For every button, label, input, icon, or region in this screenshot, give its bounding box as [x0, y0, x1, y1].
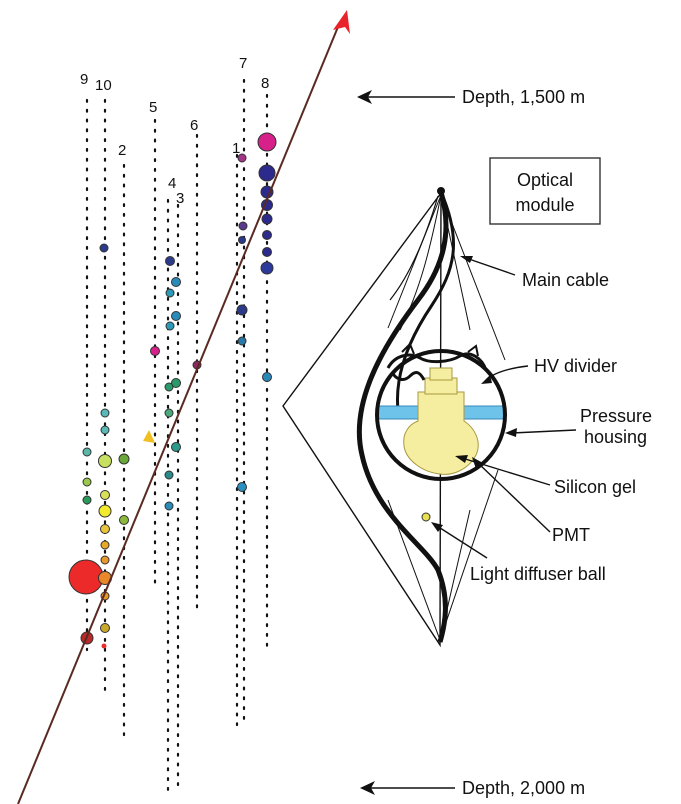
hit-module: [171, 378, 181, 388]
hit-module: [101, 643, 107, 649]
pmt-label: PMT: [552, 525, 590, 545]
depth-top-label: Depth, 1,500 m: [462, 87, 585, 107]
depth-bottom-marker: Depth, 2,000 m: [360, 778, 585, 798]
string-label-2: 2: [118, 142, 126, 159]
string-label-10: 10: [95, 77, 112, 94]
hv-divider-wiring: [386, 352, 488, 381]
label-pmt: PMT: [472, 457, 590, 545]
pressure-housing-label-line2: housing: [584, 427, 647, 447]
hit-module: [150, 346, 160, 356]
label-light-diffuser-ball: Light diffuser ball: [431, 522, 606, 584]
hit-module: [171, 442, 181, 452]
light-diffuser-label: Light diffuser ball: [470, 564, 606, 584]
label-main-cable: Main cable: [460, 256, 609, 290]
depth-bottom-label: Depth, 2,000 m: [462, 778, 585, 798]
hit-module: [82, 495, 92, 505]
hit-module: [261, 213, 273, 225]
hit-module: [257, 132, 277, 152]
hit-module: [98, 504, 112, 518]
hit-module: [100, 408, 110, 418]
module-title-line1: Optical: [517, 170, 573, 190]
hit-module: [258, 164, 276, 182]
hit-module: [100, 524, 110, 534]
hit-module: [164, 382, 174, 392]
detector-strings: [85, 78, 269, 792]
optical-module-illustration: [282, 187, 507, 648]
hit-module: [98, 454, 112, 468]
hit-module: [99, 243, 109, 253]
string-label-8: 8: [261, 75, 269, 92]
hit-module: [165, 321, 175, 331]
string-label-5: 5: [149, 99, 157, 116]
pmt-silicon-gel: [403, 391, 479, 475]
hit-module: [100, 425, 110, 435]
label-pressure-housing: Pressure housing: [505, 406, 652, 447]
string-label-1: 1: [232, 140, 240, 157]
string-label-9: 9: [80, 71, 88, 88]
hit-module: [164, 408, 174, 418]
string-label-6: 6: [190, 117, 198, 134]
hit-module: [171, 277, 181, 287]
main-cable-line: [356, 191, 449, 643]
hit-marker-triangle: [143, 430, 155, 443]
hit-module: [237, 482, 247, 492]
hit-module: [100, 623, 110, 633]
hit-module: [238, 221, 248, 231]
hit-module: [171, 311, 181, 321]
hit-module: [68, 559, 104, 595]
string-label-4: 4: [168, 175, 176, 192]
hit-module: [100, 490, 110, 500]
hit-module: [164, 470, 174, 480]
hit-module: [236, 304, 248, 316]
hit-module: [262, 230, 272, 240]
string-label-7: 7: [239, 55, 247, 72]
pressure-housing-label-line1: Pressure: [580, 406, 652, 426]
hit-module: [262, 247, 272, 257]
track-arrowhead: [333, 10, 350, 34]
hit-module: [118, 453, 130, 465]
string-label-3: 3: [176, 190, 184, 207]
light-diffuser-ball: [421, 512, 431, 522]
hit-module: [100, 540, 110, 550]
main-cable-label: Main cable: [522, 270, 609, 290]
hit-module: [119, 515, 129, 525]
silicon-gel-label: Silicon gel: [554, 477, 636, 497]
hit-module: [164, 501, 174, 511]
depth-top-marker: Depth, 1,500 m: [357, 87, 585, 107]
hit-module: [237, 153, 247, 163]
hit-module: [82, 477, 92, 487]
hit-module: [238, 236, 246, 244]
label-hv-divider: HV divider: [481, 356, 617, 384]
hit-module: [260, 261, 274, 275]
pressure-housing-sphere: [375, 349, 507, 481]
hit-module: [100, 555, 110, 565]
hit-module: [82, 447, 92, 457]
muon-track: [17, 21, 341, 804]
hit-module: [262, 372, 272, 382]
hit-module: [165, 256, 175, 266]
hit-module: [237, 336, 247, 346]
hit-module: [165, 288, 175, 298]
optical-module-title-box: Optical module: [489, 157, 601, 225]
module-title-line2: module: [515, 195, 574, 215]
hv-divider-label: HV divider: [534, 356, 617, 376]
label-silicon-gel: Silicon gel: [455, 455, 636, 497]
